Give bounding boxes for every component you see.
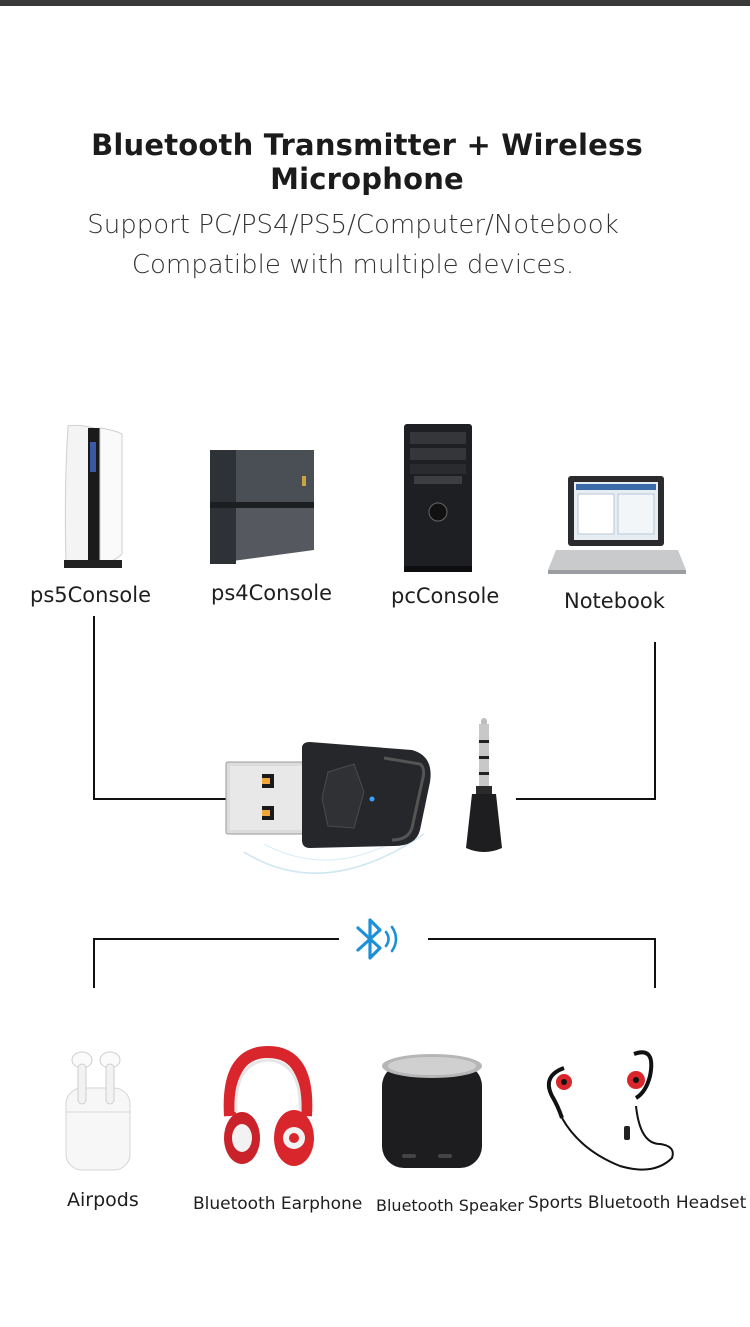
device-label-pc: pcConsole: [391, 584, 500, 608]
connector-line: [93, 798, 227, 800]
device-label-ps5: ps5Console: [30, 583, 151, 607]
sports-headset-icon: [547, 1050, 674, 1171]
ps4-console-icon: [210, 450, 314, 564]
device-label-airpods: Airpods: [67, 1189, 139, 1211]
subtitle-line-1: Support PC/PS4/PS5/Computer/Notebook: [87, 210, 619, 240]
connector-line: [516, 798, 656, 800]
airpods-icon: [65, 1051, 131, 1171]
connector-line: [654, 642, 656, 800]
bluetooth-icon: [356, 918, 398, 960]
connector-line: [654, 938, 656, 988]
speaker-icon: [382, 1054, 482, 1168]
connector-line: [93, 938, 339, 940]
connector-line: [428, 938, 656, 940]
device-label-sports-headset: Sports Bluetooth Headset: [528, 1193, 747, 1213]
device-label-notebook: Notebook: [564, 589, 665, 613]
laptop-icon: [548, 476, 686, 574]
top-bar: [0, 0, 750, 6]
device-label-earphone: Bluetooth Earphone: [193, 1194, 363, 1214]
ps5-console-icon: [64, 424, 123, 568]
device-label-ps4: ps4Console: [211, 581, 332, 605]
page-title: Bluetooth Transmitter + Wireless Microph…: [91, 128, 643, 196]
subtitle-line-2: Compatible with multiple devices.: [131, 250, 575, 280]
usb-bluetooth-adapter-icon: [225, 742, 431, 874]
microphone-icon: [466, 718, 502, 852]
headphones-icon: [223, 1046, 314, 1166]
connector-line: [93, 616, 95, 800]
device-label-speaker: Bluetooth Speaker: [376, 1196, 524, 1215]
connector-line: [93, 938, 95, 988]
pc-tower-icon: [404, 424, 472, 572]
